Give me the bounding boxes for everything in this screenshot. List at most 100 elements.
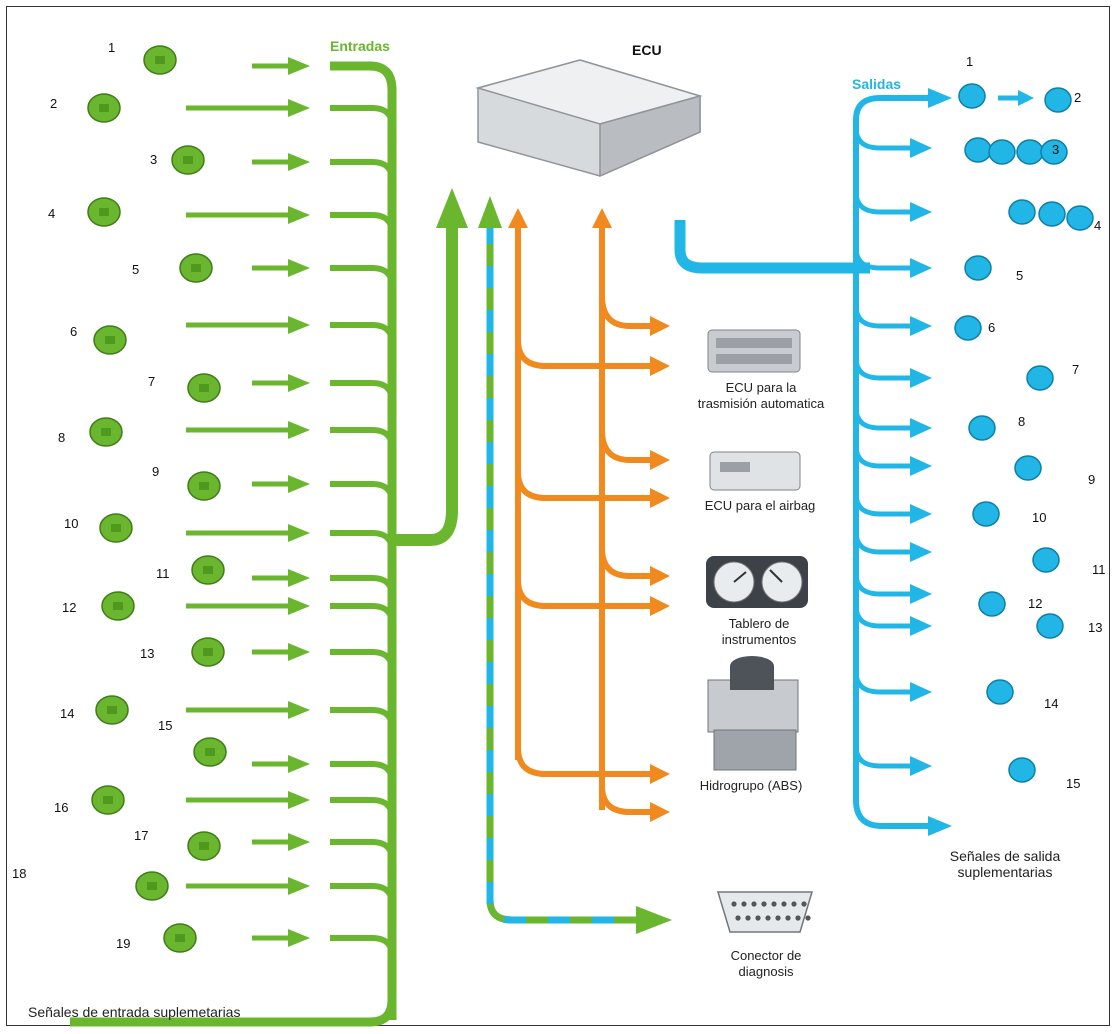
sensor-icon-detail	[105, 336, 115, 344]
actuator-icon	[1038, 201, 1066, 227]
output-number-label: 15	[1066, 776, 1081, 791]
sensor-icon-detail	[155, 56, 165, 64]
outputs-title: Salidas	[852, 76, 902, 92]
input-number-label: 15	[158, 718, 173, 733]
actuator-icon	[964, 137, 992, 163]
sensor-icon-detail	[99, 208, 109, 216]
output-arrowhead	[910, 138, 932, 158]
input-bus-branch	[330, 63, 395, 85]
input-bus-branch	[330, 575, 395, 597]
actuator-icon	[958, 83, 986, 109]
actuator-icon	[1044, 87, 1072, 113]
ecu-network-arrowhead	[650, 596, 670, 616]
actuator-icon	[968, 415, 996, 441]
output-number-label: 2	[1074, 90, 1082, 105]
output-number-label: 9	[1088, 472, 1096, 487]
actuator-icon	[1016, 139, 1044, 165]
ecu-network	[508, 208, 612, 810]
output-bus-branch	[853, 127, 912, 151]
input-number-label: 19	[116, 936, 131, 951]
input-bus-branch	[330, 707, 395, 729]
input-bus-branch	[330, 797, 395, 819]
input-branches	[330, 63, 395, 957]
ecu-network-arrowhead	[650, 316, 670, 336]
input-arrowhead	[288, 153, 310, 171]
output-bus-branch	[853, 305, 912, 329]
diagram-frame	[6, 6, 1110, 1026]
output-bus-branch	[853, 605, 912, 629]
output-number-label: 10	[1032, 510, 1047, 525]
input-number-label: 17	[134, 828, 149, 843]
ecu-network-branch	[515, 747, 652, 777]
output-arrowhead	[910, 418, 932, 438]
ecu-network-branch	[515, 579, 652, 609]
output-arrowhead	[910, 316, 932, 336]
input-arrowhead	[288, 569, 310, 587]
input-bus-branch	[330, 159, 395, 181]
connector-pin	[755, 915, 761, 921]
input-arrowhead	[288, 791, 310, 809]
output-arrowhead	[910, 756, 932, 776]
actuator-icon	[1008, 199, 1036, 225]
input-bus-branch	[330, 427, 395, 449]
input-arrowhead	[288, 833, 310, 851]
input-number-label: 10	[64, 516, 79, 531]
ecu-network-arrowhead	[650, 488, 670, 508]
output-bus-branch	[853, 493, 912, 517]
output-number-label: 12	[1028, 596, 1043, 611]
input-arrowhead	[288, 99, 310, 117]
output-number-label: 1	[966, 54, 974, 69]
connector-pin	[765, 915, 771, 921]
output-bus-branch	[853, 531, 912, 555]
airbag-ecu-icon	[709, 451, 801, 491]
input-number-label: 5	[132, 262, 140, 277]
output-number-label: 4	[1094, 218, 1102, 233]
input-arrowhead	[288, 877, 310, 895]
sensor-icon-detail	[101, 428, 111, 436]
ecu-module-icon	[475, 59, 703, 178]
output-arrowhead	[910, 682, 932, 702]
input-arrowhead	[288, 374, 310, 392]
airbag-ecu-caption: ECU para el airbag	[704, 498, 816, 513]
connector-pin	[795, 915, 801, 921]
input-bus-branch	[330, 481, 395, 503]
inputs-footer-caption: Señales de entrada suplemetarias	[28, 1004, 241, 1020]
ecu-network-arrowhead	[650, 450, 670, 470]
output-arrowhead	[910, 584, 932, 604]
actuator-icon	[1026, 365, 1054, 391]
output-arrowhead	[910, 616, 932, 636]
output-arrowhead	[910, 504, 932, 524]
inputs-title: Entradas	[330, 38, 390, 54]
sensor-icon-detail	[111, 524, 121, 532]
connector-pin	[781, 901, 787, 907]
sensor-icon-detail	[203, 566, 213, 574]
connector-pin	[785, 915, 791, 921]
input-bus-branch	[330, 322, 395, 344]
input-number-label: 13	[140, 646, 155, 661]
sensor-icon-detail	[113, 602, 123, 610]
output-number-label: 13	[1088, 620, 1103, 635]
connector-pin	[761, 901, 767, 907]
output-bus-branch	[853, 407, 912, 431]
input-bus-branch	[330, 649, 395, 671]
input-arrowhead	[288, 57, 310, 75]
input-number-label: 9	[152, 464, 160, 479]
transmission-ecu-icon	[707, 329, 801, 373]
connector-pin	[805, 915, 811, 921]
input-arrowhead	[288, 475, 310, 493]
abs-caption: Hidrogrupo (ABS)	[699, 778, 803, 793]
output-number-label: 11	[1092, 562, 1106, 577]
ecu-network-branch	[599, 547, 652, 579]
ecu-network-branches	[515, 295, 670, 822]
sensor-icon-detail	[107, 706, 117, 714]
diagnosis-line	[478, 196, 672, 934]
connector-pin	[751, 901, 757, 907]
input-bus-arrowhead	[436, 188, 468, 228]
input-bus-to-ecu	[396, 220, 458, 546]
output-bus-branch	[853, 247, 912, 271]
input-number-label: 3	[150, 152, 158, 167]
diagnosis-right-arrowhead	[636, 906, 672, 934]
input-number-label: 12	[62, 600, 77, 615]
